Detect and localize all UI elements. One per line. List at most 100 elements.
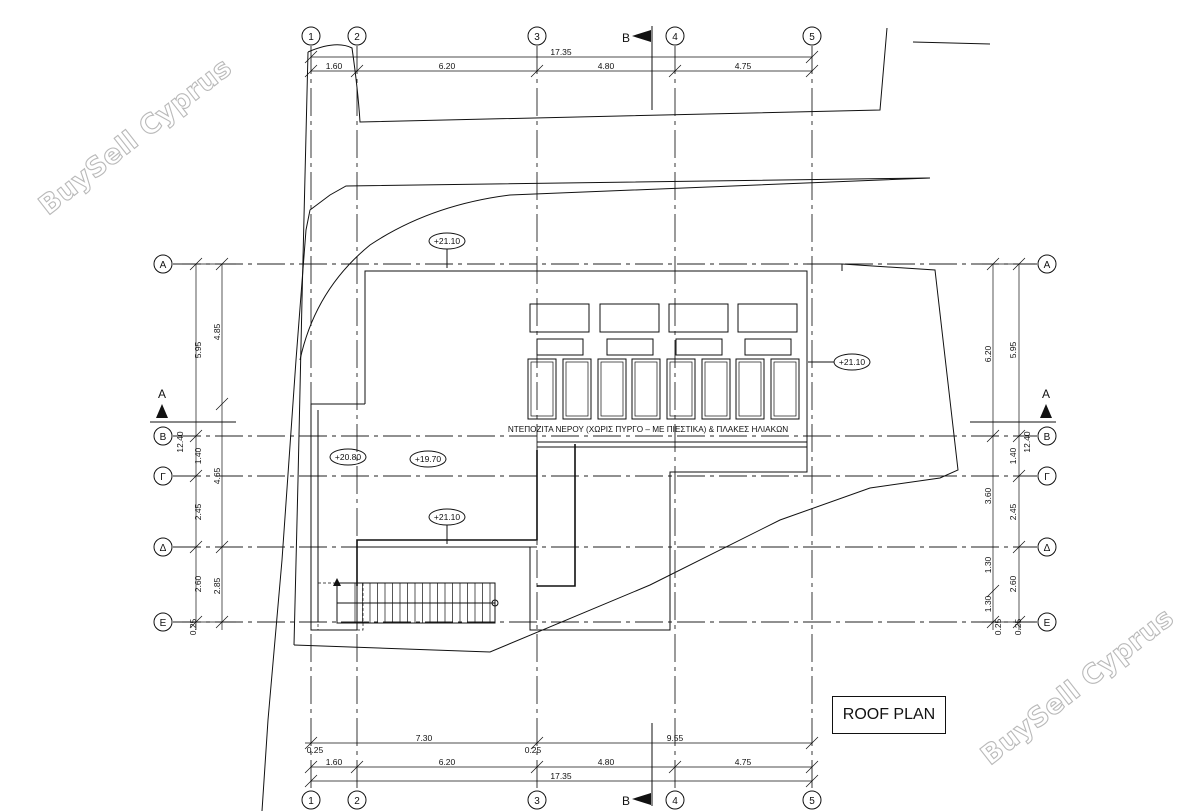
row-label-epsilon-right: Ε [1044, 618, 1051, 629]
dim-right-outer-3: 2.45 [1008, 503, 1018, 520]
dim-top-seg-2: 6.20 [439, 61, 456, 71]
section-arrow-right-icon [1040, 404, 1052, 418]
dim-right-small: 12.40 [1022, 431, 1032, 453]
dim-left-small: 12.40 [175, 431, 185, 453]
solar-collector [735, 358, 765, 420]
dim-right-outer-5: 0.25 [1013, 618, 1023, 635]
level-tag-text: +21.10 [839, 357, 866, 367]
solar-collector-inner [773, 361, 797, 417]
row-label-alpha: Α [160, 260, 167, 271]
dim-bottom-seg-3: 4.80 [598, 757, 615, 767]
dimensions-bottom: 7.30 9.55 0.25 0.25 1.60 6.20 4.80 4.75 … [304, 733, 819, 788]
dim-top-seg-4: 4.75 [735, 61, 752, 71]
solar-collector [666, 358, 696, 420]
dim-bottom-offset-2: 0.25 [525, 745, 542, 755]
level-tag-text: +19.70 [415, 454, 442, 464]
dim-left-inner-4: 2.60 [193, 575, 203, 592]
row-label-alpha-right: Α [1044, 260, 1051, 271]
dim-bottom-upper-2: 9.55 [667, 733, 684, 743]
dim-left-outer-3: 2.85 [212, 577, 222, 594]
row-label-gamma: Γ [160, 472, 166, 483]
row-label-beta: Β [160, 432, 167, 443]
dim-bottom-upper-1: 7.30 [416, 733, 433, 743]
col-label-2-bottom: 2 [354, 796, 360, 807]
section-marker-b: Β Β [622, 26, 653, 808]
row-bubbles-right: Α Β Γ Δ Ε [1037, 254, 1057, 632]
level-tag-text: +20.80 [335, 452, 362, 462]
level-tag: +20.80 [329, 448, 367, 466]
axis-grid [173, 46, 1037, 790]
solar-panel [529, 303, 590, 333]
stair-up-arrow-icon [333, 578, 341, 586]
dim-bottom-seg-4: 4.75 [735, 757, 752, 767]
row-label-beta-right: Β [1044, 432, 1051, 443]
col-label-3-bottom: 3 [534, 796, 540, 807]
solar-collector-inner [704, 361, 728, 417]
dim-left-inner-3: 2.45 [193, 503, 203, 520]
watermark-top-left: BuySell Cyprus [33, 52, 238, 221]
level-tag: +21.10 [808, 353, 871, 371]
column-bubbles-bottom: 1 2 3 4 5 [301, 790, 822, 810]
solar-equipment [527, 303, 800, 420]
solar-collector [701, 358, 731, 420]
dim-left-inner-2: 1.40 [193, 447, 203, 464]
dim-left-outer-1: 4.85 [212, 323, 222, 340]
row-label-epsilon: Ε [160, 618, 167, 629]
dimensions-left: 5.95 12.40 1.40 2.45 2.60 0.25 4.85 4.65… [175, 257, 236, 635]
dim-left-outer-2: 4.65 [212, 467, 222, 484]
dim-right-outer-4: 2.60 [1008, 575, 1018, 592]
solar-collector [770, 358, 800, 420]
staircase [317, 578, 499, 631]
solar-panel [599, 303, 660, 333]
col-label-2: 2 [354, 32, 360, 43]
col-label-5-bottom: 5 [809, 796, 815, 807]
water-tank [606, 338, 654, 356]
dim-right-outer-1: 5.95 [1008, 341, 1018, 358]
dim-right-inner-3: 1.30 [983, 556, 993, 573]
section-label-b-bottom: Β [622, 794, 630, 808]
dim-top-seg-1: 1.60 [326, 61, 343, 71]
equipment-note: ΝΤΕΠΟΖΙΤΑ ΝΕΡΟΥ (ΧΩΡΙΣ ΠΥΡΓΟ – ΜΕ ΠΙΕΣΤΙ… [508, 425, 788, 434]
dim-bottom-seg-1: 1.60 [326, 757, 343, 767]
level-tag: +21.10 [428, 232, 466, 268]
col-label-5: 5 [809, 32, 815, 43]
roof-outline [310, 263, 843, 631]
col-label-1: 1 [308, 32, 314, 43]
solar-collector [527, 358, 557, 420]
dim-left-inner-1: 5.95 [193, 341, 203, 358]
drawing-title: ROOF PLAN [832, 696, 946, 734]
water-tank [536, 338, 584, 356]
row-bubbles-left: Α Β Γ Δ Ε [153, 254, 173, 632]
col-label-4-bottom: 4 [672, 796, 678, 807]
solar-panel [668, 303, 729, 333]
solar-collector-inner [634, 361, 658, 417]
dim-bottom-seg-2: 6.20 [439, 757, 456, 767]
solar-collector-inner [530, 361, 554, 417]
solar-panel [737, 303, 798, 333]
level-tag: +19.70 [409, 450, 447, 468]
dim-right-outer-2: 1.40 [1008, 447, 1018, 464]
section-label-a-left: Α [158, 387, 166, 401]
water-tank [744, 338, 792, 356]
level-tag: +21.10 [428, 508, 466, 544]
col-label-4: 4 [672, 32, 678, 43]
row-label-delta: Δ [160, 543, 167, 554]
section-marker-a: Α Α [150, 387, 1056, 423]
solar-collector [562, 358, 592, 420]
section-label-a-right: Α [1042, 387, 1050, 401]
section-arrow-left-icon [156, 404, 168, 418]
level-tag-text: +21.10 [434, 512, 461, 522]
dim-right-inner-1: 6.20 [983, 345, 993, 362]
watermark-bottom-right: BuySell Cyprus [975, 602, 1180, 771]
dim-bottom-offset-1: 0.25 [307, 745, 324, 755]
column-bubbles-top: 1 2 3 4 5 [301, 26, 822, 46]
dim-top-seg-3: 4.80 [598, 61, 615, 71]
dim-top-total: 17.35 [550, 47, 572, 57]
section-label-b-top: Β [622, 31, 630, 45]
dim-bottom-total: 17.35 [550, 771, 572, 781]
solar-collector-inner [669, 361, 693, 417]
solar-collector [631, 358, 661, 420]
col-label-1-bottom: 1 [308, 796, 314, 807]
